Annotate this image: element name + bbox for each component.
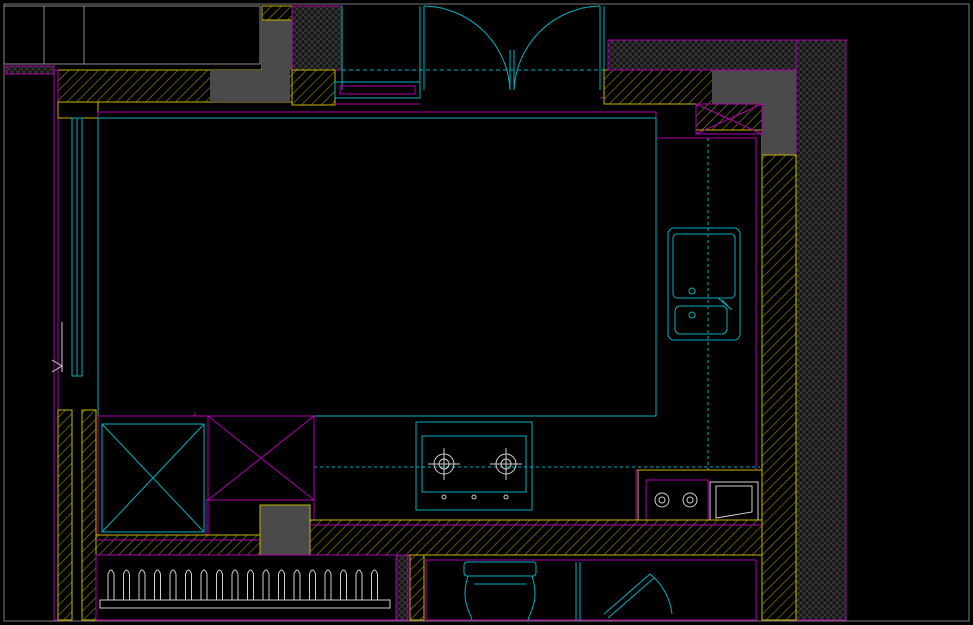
lower-column	[259, 504, 311, 556]
small-hob-icon	[637, 469, 763, 521]
top-left-tile-strip	[5, 65, 55, 75]
rack-tine	[185, 569, 192, 600]
crossed-cabinet-icon	[695, 103, 763, 135]
double-swing-door-icon	[334, 5, 605, 105]
rack-tine	[200, 569, 208, 600]
drawing-frame	[3, 3, 970, 622]
rack-tine	[340, 569, 347, 600]
top-left-cabinets	[3, 5, 261, 65]
right-wall	[761, 154, 797, 621]
rack-tine	[293, 569, 301, 600]
rack-base	[99, 599, 391, 609]
rack-tine	[107, 569, 115, 600]
dish-rack-icon	[99, 569, 391, 609]
rack-tine	[138, 569, 146, 600]
rack-tine	[154, 569, 161, 600]
rack-tine	[247, 569, 254, 600]
rack-tine	[278, 569, 285, 600]
top-wall-left	[57, 5, 343, 106]
gas-hob-icon	[415, 421, 533, 511]
counter-outline	[97, 111, 757, 536]
chair-icon	[463, 561, 581, 621]
rack-tine	[355, 569, 363, 600]
lower-room	[95, 554, 757, 621]
sliding-window-icon	[51, 117, 83, 377]
rack-tine	[123, 569, 130, 600]
double-sink-icon	[667, 227, 741, 341]
rack-tine	[309, 569, 316, 600]
rack-tine	[371, 569, 378, 600]
lower-cabinets	[97, 412, 315, 537]
kitchen-island	[97, 117, 657, 417]
rack-tine	[324, 569, 332, 600]
rack-tine	[216, 569, 223, 600]
rack-tine	[262, 569, 270, 600]
rack-tine	[231, 569, 239, 600]
left-wall	[53, 69, 99, 621]
bottom-wall	[95, 519, 763, 556]
rack-tine	[169, 569, 177, 600]
center-lines	[314, 138, 760, 470]
column-icon	[210, 70, 290, 102]
swing-door-icon	[603, 573, 673, 619]
